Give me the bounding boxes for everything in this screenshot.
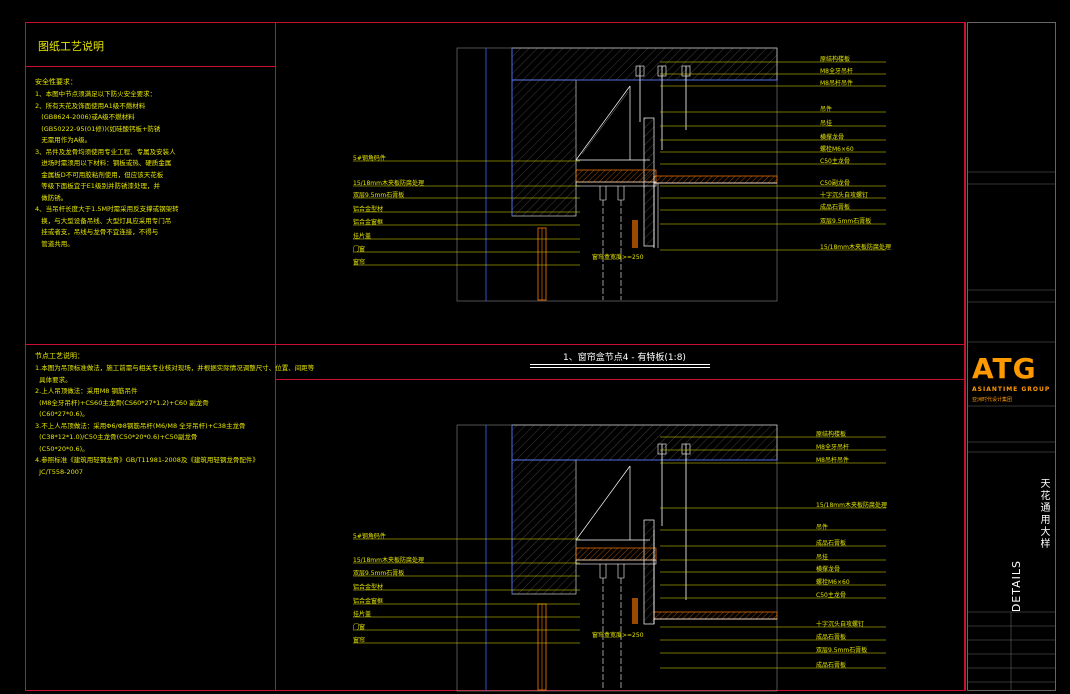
note-line: JC/T558-2007 bbox=[35, 467, 84, 476]
note-line: 进场时需须用以下材料：钢板或热、硬质金属 bbox=[35, 159, 172, 167]
annotation-label: M8全牙吊杆 bbox=[816, 444, 849, 451]
note-line: 2、所有天花及饰面使用A1级不燃材料 bbox=[35, 101, 146, 110]
safety-heading: 安全性要求： bbox=[35, 78, 77, 86]
note-line: 3.不上人吊顶做法：采用Φ6/Φ8钢筋吊杆(M6/M8 全牙吊杆)+C38主龙骨 bbox=[35, 421, 246, 430]
section-divider-bottom bbox=[276, 379, 964, 380]
dimension-top: 窗帘盒宽度>=250 bbox=[592, 254, 644, 261]
atg-logo: ATG bbox=[972, 352, 1037, 385]
detail-caption: 1、窗帘盒节点4 - 有特板(1:8) bbox=[563, 353, 686, 363]
section-divider-top bbox=[276, 344, 964, 345]
annotation-label: 横撑龙骨 bbox=[816, 566, 841, 573]
note-line: 4、当吊杆长度大于1.5M时需采用反支撑或钢架转 bbox=[35, 205, 179, 213]
note-line: (GB8624-2006)或A级不燃材料 bbox=[35, 113, 135, 121]
annotation-label: 十字沉头自攻螺钉 bbox=[816, 621, 865, 628]
annotation-label: C50主龙骨 bbox=[820, 158, 850, 165]
notes-title: 图纸工艺说明 bbox=[38, 40, 104, 53]
annotation-label: 吊挂 bbox=[820, 120, 833, 127]
note-line: 金属板D不可用胶粘剂使用，但应该天花板 bbox=[35, 170, 164, 179]
annotation-label: C50副龙骨 bbox=[820, 180, 850, 187]
annotation-label: 挂片盖 bbox=[353, 611, 372, 618]
annotation-label: 原结构楼板 bbox=[820, 56, 851, 63]
annotation-label: 门窗 bbox=[353, 624, 366, 631]
drawing-frame-bottom bbox=[276, 690, 964, 691]
annotation-label: 铝合金窗框 bbox=[353, 598, 384, 605]
annotation-label: 挂片盖 bbox=[353, 233, 372, 240]
note-line: 4.参照标准《建筑用轻钢龙骨》GB/T11981-2008及《建筑用轻钢龙骨配件… bbox=[35, 456, 259, 464]
annotation-label: 5#钢角码件 bbox=[353, 533, 386, 540]
annotation-label: 成品石膏板 bbox=[816, 634, 847, 641]
caption-underline-2 bbox=[530, 367, 710, 368]
annotation-label: 双层9.5mm石膏板 bbox=[353, 192, 405, 199]
note-line: 1.本图为吊顶标准做法，施工前需与相关专业核对现场，并根据实际情况调整尺寸、位置… bbox=[35, 364, 315, 372]
annotation-label: 成品石膏板 bbox=[816, 662, 847, 669]
note-line: 做防锈。 bbox=[35, 193, 68, 202]
atg-logo-sub: ASIANTIME GROUP bbox=[972, 386, 1051, 393]
annotation-label: 成品石膏板 bbox=[820, 204, 851, 211]
note-line: 3、吊件及龙骨均须使用专业工程、专属及安装人 bbox=[35, 147, 176, 156]
note-line: 管道共用。 bbox=[35, 239, 74, 248]
annotation-label: 窗帘 bbox=[353, 259, 366, 266]
atg-logo-sub2: 亚洲时代设计集团 bbox=[972, 397, 1013, 403]
notes-divider bbox=[25, 344, 276, 345]
annotation-label: 铝合金型材 bbox=[353, 584, 384, 591]
annotation-label: 螺栓M6×60 bbox=[820, 146, 854, 153]
annotation-label: 15/18mm木夹板防腐处理 bbox=[820, 244, 891, 251]
annotation-label: 15/18mm木夹板防腐处理 bbox=[816, 502, 887, 509]
annotation-label: 原结构楼板 bbox=[816, 431, 847, 438]
note-line: 2.上人吊顶做法：采用M8 钢筋吊件 bbox=[35, 387, 138, 395]
note-line: 挂或者支，吊线与龙骨不宜连接，不得与 bbox=[35, 228, 159, 236]
annotation-label: 铝合金型材 bbox=[353, 206, 384, 213]
note-line: (C50*20*0.6)。 bbox=[35, 444, 89, 453]
note-line: (GB50222-95(01修))(如硅酸钙板+防锈 bbox=[35, 124, 161, 133]
note-line: (C38*12*1.0)/C50主龙骨(C50*20*0.6)+C50副龙骨 bbox=[35, 433, 198, 441]
annotation-label: 双层9.5mm石膏板 bbox=[816, 647, 868, 654]
annotation-label: 15/18mm木夹板防腐处理 bbox=[353, 557, 424, 564]
annotation-label: 螺栓M6×60 bbox=[816, 579, 850, 586]
drawing-frame-right bbox=[964, 22, 965, 691]
drawing-type: DETAILS bbox=[1010, 560, 1023, 613]
annotation-label: 双层9.5mm石膏板 bbox=[820, 218, 872, 225]
note-line: 1、本图中节点须满足以下防火安全要求： bbox=[35, 90, 157, 98]
annotation-label: 吊件 bbox=[816, 524, 829, 531]
annotation-label: 5#钢角码件 bbox=[353, 155, 386, 162]
top-detail-geometry bbox=[456, 47, 778, 302]
leader-lines bbox=[353, 61, 886, 669]
annotation-label: 窗帘 bbox=[353, 637, 366, 644]
bottom-detail-geometry bbox=[456, 424, 778, 692]
note-line: 具体要求。 bbox=[35, 375, 72, 384]
note-line: 换，与大型设备吊线、大型灯具应采用专门吊 bbox=[35, 216, 172, 225]
annotation-label: M8全牙吊杆 bbox=[820, 68, 853, 75]
annotation-label: 双层9.5mm石膏板 bbox=[353, 570, 405, 577]
annotation-label: 吊挂 bbox=[816, 554, 829, 561]
annotation-label: M8吊杆吊件 bbox=[820, 80, 853, 87]
annotation-label: 成品石膏板 bbox=[816, 540, 847, 547]
drawing-frame-top bbox=[276, 22, 964, 23]
annotation-label: 15/18mm木夹板防腐处理 bbox=[353, 180, 424, 187]
notes-title-box bbox=[25, 22, 276, 67]
note-line: (M8全牙吊杆)+CS60主龙骨(CS60*27*1.2)+C60 副龙骨 bbox=[35, 398, 209, 407]
annotation-label: 吊件 bbox=[820, 106, 833, 113]
note-line: (C60*27*0.6)。 bbox=[35, 410, 89, 418]
title-block bbox=[965, 22, 1061, 691]
project-name: 天花通用大样 bbox=[1038, 478, 1049, 550]
annotation-label: 铝合金窗框 bbox=[353, 219, 384, 226]
process-heading: 节点工艺说明： bbox=[35, 352, 84, 360]
dimension-bottom: 窗帘盒宽度>=250 bbox=[592, 632, 644, 639]
annotation-label: M8吊杆吊件 bbox=[816, 457, 849, 464]
annotation-label: 门窗 bbox=[353, 246, 366, 253]
annotation-label: 十字沉头自攻螺钉 bbox=[820, 192, 869, 199]
title-block-inner bbox=[967, 22, 1056, 691]
annotation-label: C50主龙骨 bbox=[816, 592, 846, 599]
note-line: 等级下面板宜于E1级别并防锈漆处理，并 bbox=[35, 182, 160, 190]
annotation-label: 横撑龙骨 bbox=[820, 134, 845, 141]
note-line: 无需用作为A级。 bbox=[35, 136, 92, 144]
title-block-lines bbox=[967, 171, 1056, 691]
caption-underline bbox=[530, 364, 710, 365]
